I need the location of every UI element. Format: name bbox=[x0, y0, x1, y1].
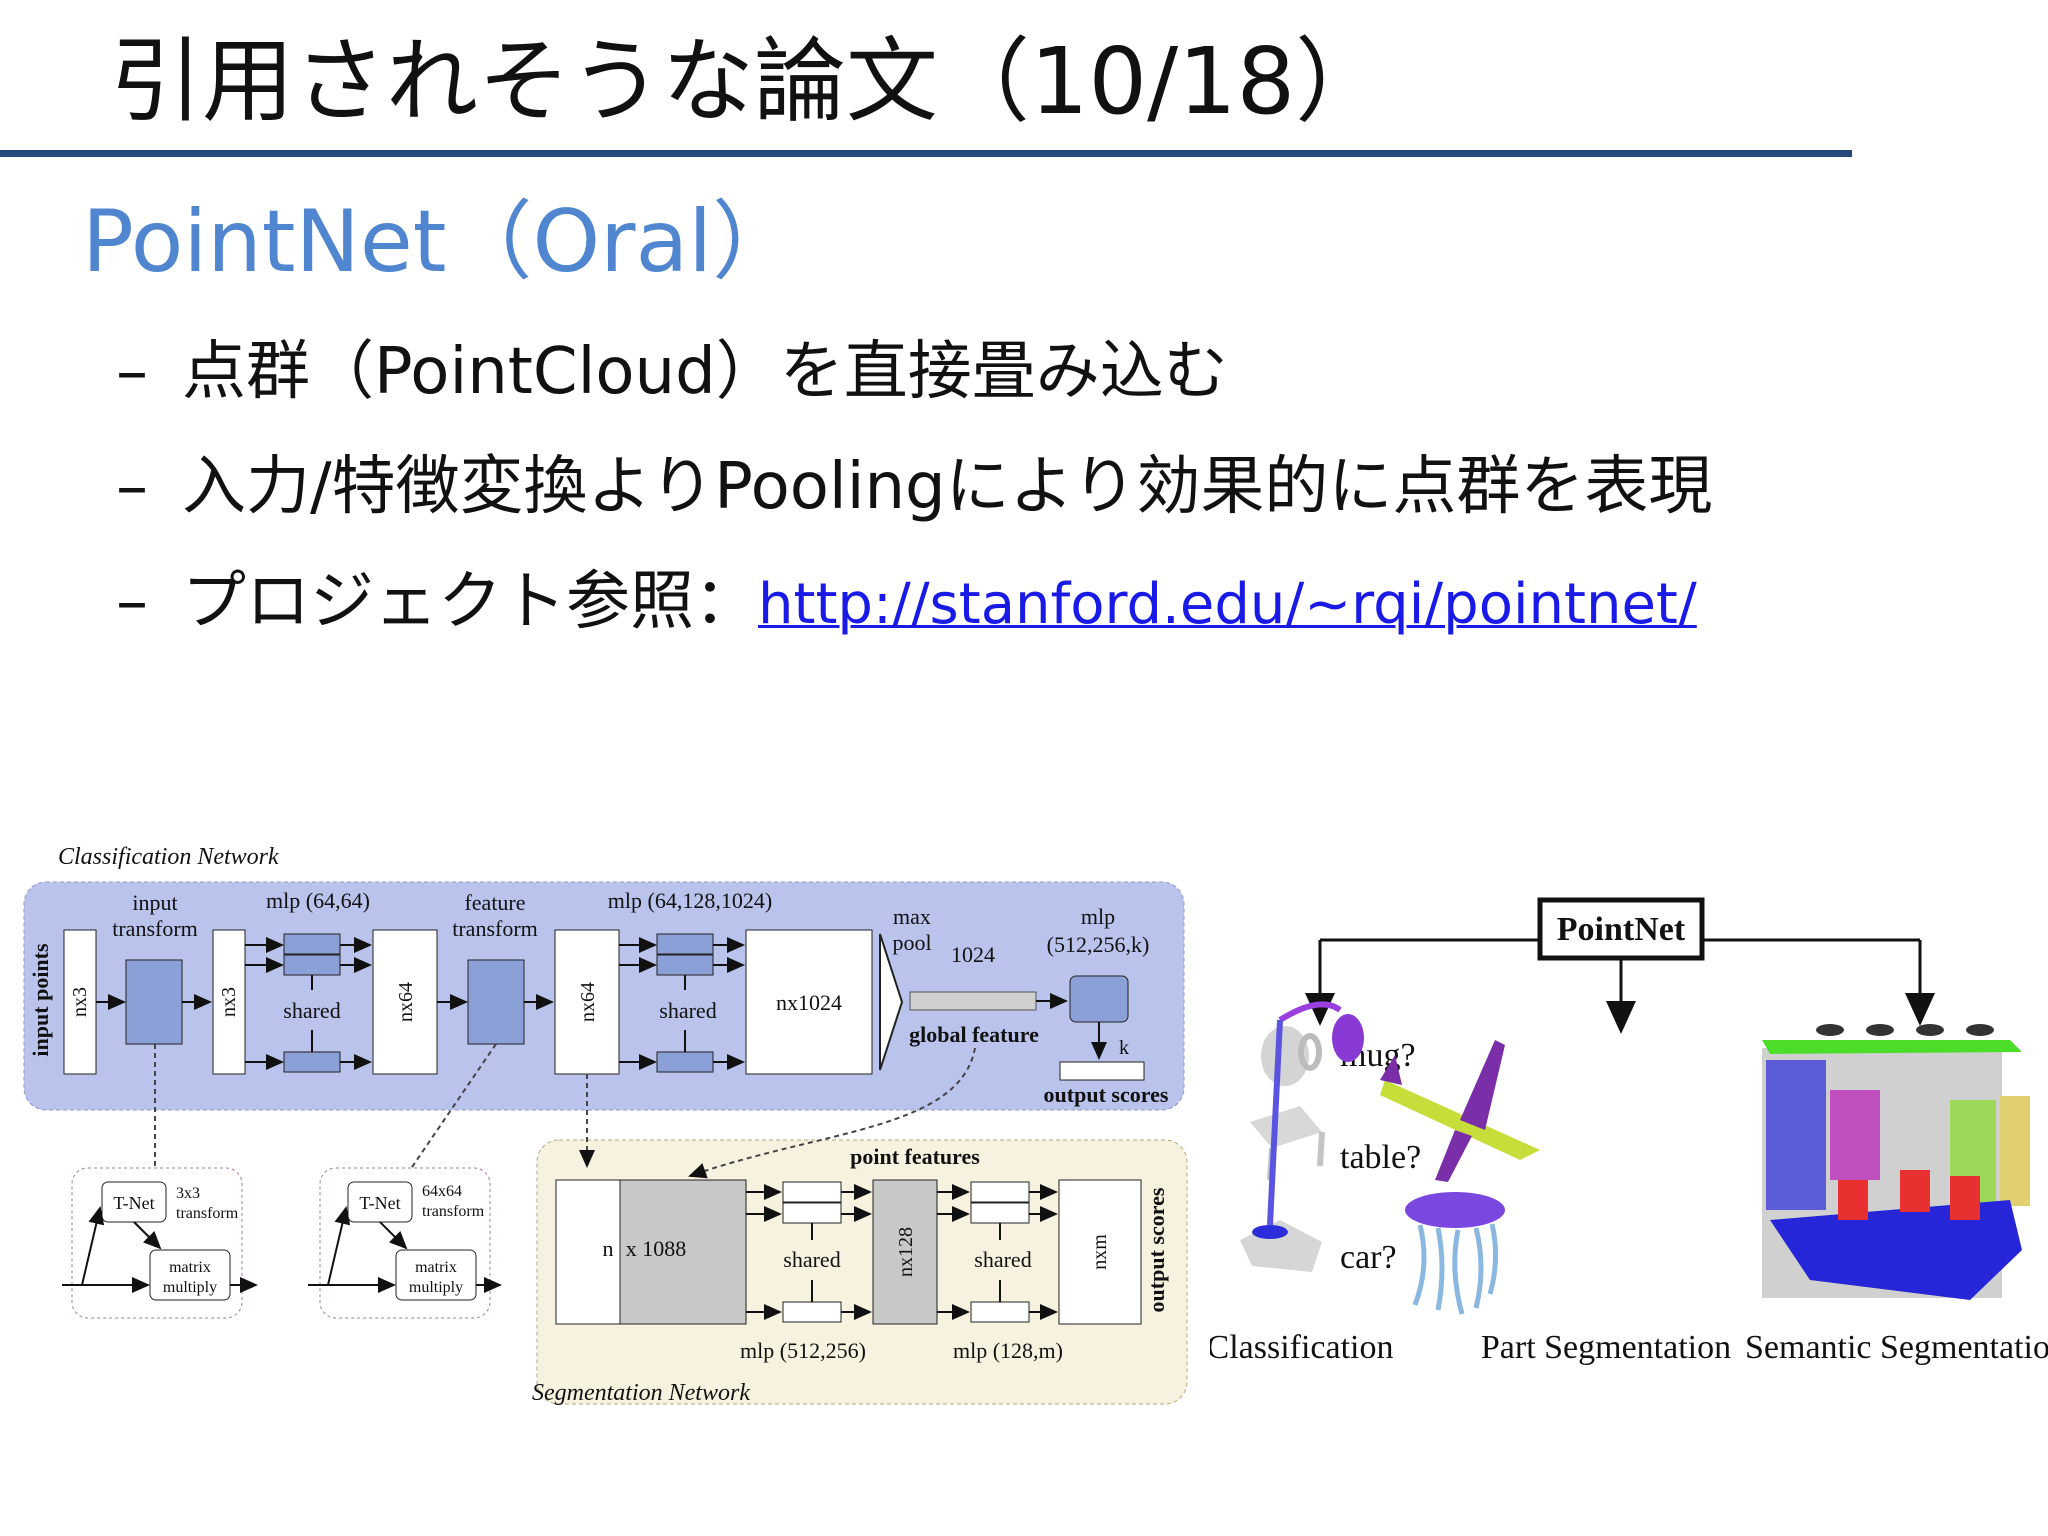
bullet-text: 点群（PointCloud）を直接畳み込む bbox=[182, 335, 1228, 409]
bullet-text: プロジェクト参照： bbox=[182, 565, 758, 639]
matrix-multiply-label-3: matrix bbox=[415, 1259, 457, 1276]
nx128-label: nx128 bbox=[895, 1227, 917, 1277]
nx1024-label: nx1024 bbox=[776, 990, 842, 1015]
shared-label-2: shared bbox=[659, 998, 716, 1023]
input-transform-block bbox=[125, 959, 183, 1045]
t64-label-2: transform bbox=[422, 1203, 485, 1220]
tnet-label: T-Net bbox=[113, 1193, 154, 1213]
global-feature-label: global feature bbox=[909, 1022, 1039, 1047]
mug-pointcloud-icon bbox=[1261, 1026, 1322, 1086]
seg-global-block bbox=[619, 1179, 747, 1325]
matrix-multiply-block-2 bbox=[395, 1249, 477, 1301]
seg-output-scores-label: output scores bbox=[1144, 1187, 1169, 1312]
nx3-label: nx3 bbox=[69, 987, 91, 1017]
max-pool-symbol bbox=[879, 933, 904, 1071]
table-pointcloud-icon bbox=[1250, 1106, 1325, 1181]
title-rule bbox=[0, 150, 1852, 157]
nx64-block bbox=[372, 929, 438, 1075]
pointnet-applications-diagram: PointNet mug? table? car? Classification… bbox=[1210, 897, 2048, 1366]
transformed-points-block bbox=[212, 929, 246, 1075]
bullet-3: –プロジェクト参照：http://stanford.edu/~rqi/point… bbox=[116, 562, 1697, 645]
nxm-block bbox=[1058, 1179, 1142, 1325]
lamp-pointcloud-icon bbox=[1252, 1001, 1364, 1239]
dim-1024-label: 1024 bbox=[951, 942, 995, 967]
matrix-multiply-label: matrix bbox=[169, 1259, 211, 1276]
output-scores-label: output scores bbox=[1044, 1082, 1169, 1107]
tnet-label-2: T-Net bbox=[359, 1193, 400, 1213]
nx64-block-2 bbox=[554, 929, 620, 1075]
matrix-multiply-label-2: multiply bbox=[163, 1279, 217, 1296]
bullet-1: –点群（PointCloud）を直接畳み込む bbox=[116, 332, 1228, 412]
jellyfish-pointcloud-icon bbox=[1405, 1192, 1505, 1315]
seg-1088-label: x 1088 bbox=[626, 1236, 687, 1261]
mlp3-label: mlp bbox=[1081, 904, 1115, 929]
shared-label-4: shared bbox=[974, 1247, 1031, 1272]
bullet-2: –入力/特徴変換よりPoolingにより効果的に点群を表現 bbox=[116, 447, 1712, 527]
input-points-label: input points bbox=[28, 943, 53, 1057]
mlp2-label: mlp (64,128,1024) bbox=[608, 888, 772, 913]
classification-network-title: Classification Network bbox=[58, 844, 279, 870]
task-semantic-segmentation: Semantic Segmentation bbox=[1745, 1329, 2048, 1366]
scene-pointcloud-icon bbox=[1762, 1024, 2030, 1300]
shared-label-3: shared bbox=[783, 1247, 840, 1272]
input-transform-label-2: transform bbox=[112, 916, 198, 941]
point-features-label: point features bbox=[850, 1144, 980, 1169]
nx64-label: nx64 bbox=[395, 982, 417, 1022]
feature-transform-label-2: transform bbox=[452, 916, 538, 941]
t64-label: 64x64 bbox=[422, 1183, 462, 1200]
matrix-multiply-block bbox=[149, 1249, 231, 1301]
mlp3-label-2: (512,256,k) bbox=[1047, 932, 1150, 957]
feature-transform-block bbox=[467, 959, 525, 1045]
airplane-pointcloud-icon bbox=[1380, 1040, 1540, 1182]
bullet-dash: – bbox=[116, 450, 148, 524]
nx64-label-2: nx64 bbox=[577, 982, 599, 1022]
nx3-label-2: nx3 bbox=[218, 987, 240, 1017]
mlp1-label: mlp (64,64) bbox=[266, 888, 370, 913]
input-transform-label: input bbox=[132, 890, 177, 915]
seg-mlp1-label: mlp (512,256) bbox=[740, 1338, 866, 1363]
pointnet-architecture-diagram: Classification Network input points nx3 … bbox=[23, 844, 1188, 1406]
global-feature-bar bbox=[909, 991, 1037, 1011]
k-label: k bbox=[1119, 1037, 1129, 1059]
input-points-block bbox=[63, 929, 97, 1075]
seg-mlp2-label: mlp (128,m) bbox=[953, 1338, 1063, 1363]
bullet-dash: – bbox=[116, 565, 148, 639]
bullet-dash: – bbox=[116, 335, 148, 409]
pointnet-root-label: PointNet bbox=[1557, 911, 1686, 948]
max-pool-label: max bbox=[893, 904, 931, 929]
task-classification: Classification bbox=[1210, 1329, 1393, 1366]
segmentation-network-title: Segmentation Network bbox=[532, 1380, 750, 1406]
bullet-text: 入力/特徴変換よりPoolingにより効果的に点群を表現 bbox=[182, 450, 1713, 524]
max-pool-label-2: pool bbox=[892, 930, 931, 955]
output-scores-bar bbox=[1059, 1061, 1145, 1081]
nx1024-block bbox=[745, 929, 873, 1075]
shared-label: shared bbox=[283, 998, 340, 1023]
seg-local-block bbox=[555, 1179, 621, 1325]
feature-transform-label: feature bbox=[464, 890, 525, 915]
slide-title: 引用されそうな論文（10/18） bbox=[110, 28, 1388, 135]
pointnet-root-box bbox=[1537, 897, 1705, 961]
mlp3-block bbox=[1069, 975, 1129, 1023]
nxm-label: nxm bbox=[1089, 1234, 1111, 1270]
slide-subtitle: PointNet（Oral） bbox=[82, 192, 799, 292]
query-car: car? bbox=[1340, 1239, 1397, 1276]
task-part-segmentation: Part Segmentation bbox=[1481, 1329, 1731, 1366]
t3-label-2: transform bbox=[176, 1205, 239, 1222]
project-link[interactable]: http://stanford.edu/~rqi/pointnet/ bbox=[758, 572, 1697, 637]
query-table: table? bbox=[1340, 1139, 1421, 1176]
nx128-block bbox=[872, 1179, 938, 1325]
seg-n-label: n bbox=[603, 1236, 614, 1261]
matrix-multiply-label-4: multiply bbox=[409, 1279, 463, 1296]
t3-label: 3x3 bbox=[176, 1185, 200, 1202]
